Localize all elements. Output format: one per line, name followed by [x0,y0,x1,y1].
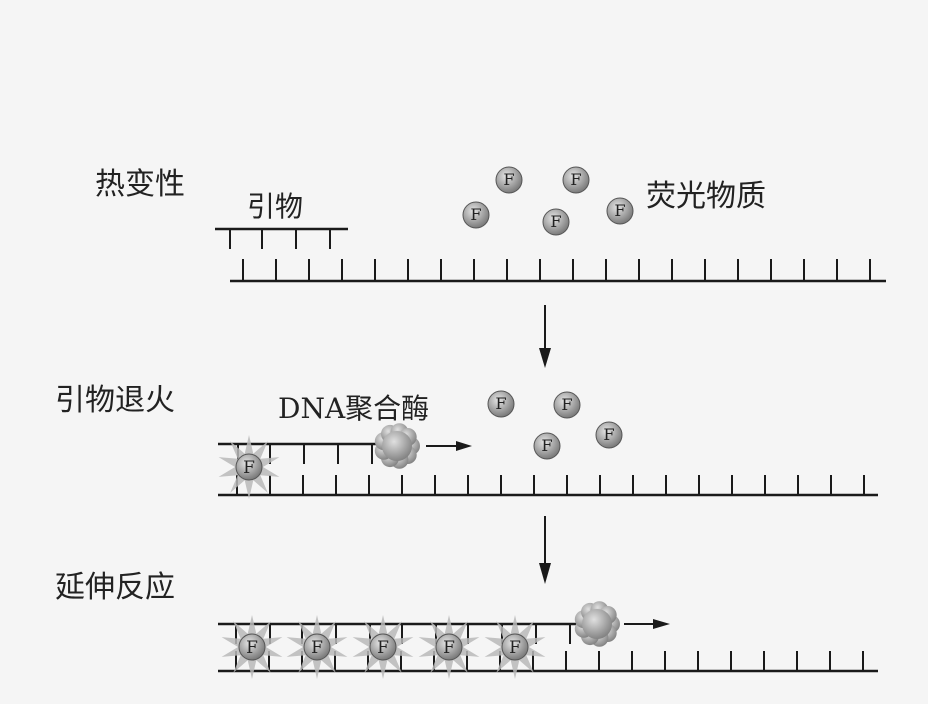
glowing-fluorophore-icon: F [286,615,348,679]
glowing-fluorophore-icon: F [484,615,546,679]
svg-text:F: F [603,425,614,444]
glowing-fluorophore-icon: F [418,615,480,679]
arrow-down-icon [539,305,551,368]
svg-text:F: F [570,170,581,189]
fluorophore-icon: F [595,421,623,449]
polymerase-blob [374,423,420,469]
glowing-fluorophore-icon: F [218,435,280,499]
fluorophore-icon: F [533,432,561,460]
free-fluorophores-denaturation: F F F F F [462,166,634,236]
svg-text:F: F [503,170,514,189]
quenched-probe-fluorophore: F [218,435,280,499]
step-label-denaturation: 热变性 [95,167,185,202]
fluorophore-icon: F [606,197,634,225]
template-strand-extension [218,651,878,673]
fluorophore-icon: F [487,390,515,418]
svg-text:F: F [614,201,625,220]
fluorophore-icon: F [542,208,570,236]
fluorophore-icon: F [495,166,523,194]
free-primer [215,227,348,249]
svg-text:F: F [495,394,506,413]
glowing-fluorophore-icon: F [221,615,283,679]
polymerase-label: DNA聚合酶 [278,392,429,425]
template-strand-annealing [218,475,878,497]
svg-text:F: F [246,638,258,658]
arrow-down-icon [539,516,551,584]
arrow-right-icon [426,441,472,451]
svg-text:F: F [509,638,521,658]
step-label-annealing: 引物退火 [55,383,175,418]
svg-text:F: F [311,638,323,658]
fluorophore-icon: F [553,391,581,419]
template-strand-denaturation [230,259,886,283]
polymerase-icon [374,423,420,469]
svg-text:F: F [377,638,389,658]
polymerase-icon [574,601,620,647]
svg-text:F: F [470,205,481,224]
primer-label: 引物 [247,190,303,223]
free-fluorophores-annealing: F F F F [487,390,623,460]
svg-text:F: F [443,638,455,658]
glowing-fluorophore-icon: F [352,615,414,679]
svg-text:F: F [561,395,572,414]
polymerase-blob [574,601,620,647]
svg-text:F: F [541,436,552,455]
fluor-label: 荧光物质 [646,179,766,214]
fluorophore-icon: F [462,201,490,229]
step-label-extension: 延伸反应 [55,570,175,605]
fluorophore-icon: F [562,166,590,194]
svg-text:F: F [550,212,561,231]
arrow-right-icon [624,619,670,629]
svg-text:F: F [243,458,255,478]
